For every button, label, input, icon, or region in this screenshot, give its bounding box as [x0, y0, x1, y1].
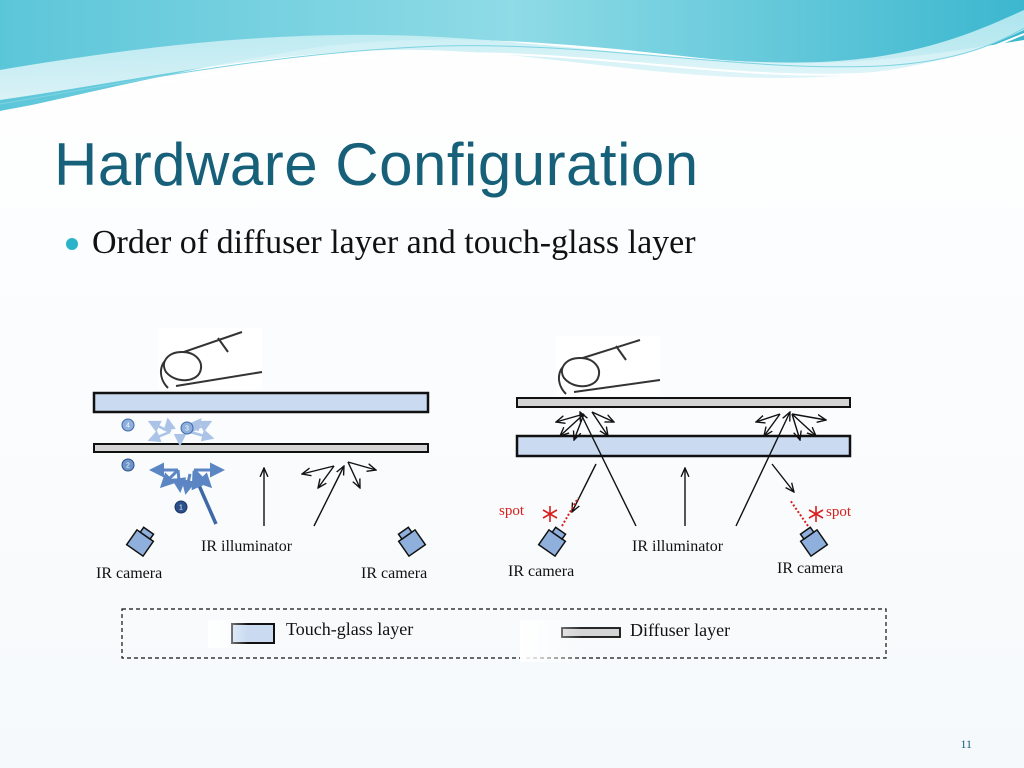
touch-glass-layer	[92, 391, 430, 414]
ir-camera-icon	[125, 526, 155, 558]
page-number: 11	[960, 737, 972, 751]
step-markers: 4 3 2 1	[121, 418, 194, 514]
scatter-arrows	[149, 462, 225, 495]
incoming-ir-arrow	[191, 470, 218, 525]
legend	[121, 608, 887, 662]
spot-icon	[542, 506, 558, 522]
spot-right-label: spot	[826, 504, 852, 520]
touch-glass-layer	[515, 434, 852, 458]
marker-3: 3	[185, 426, 189, 433]
right-illuminator-label: IR illuminator	[632, 538, 724, 555]
finger-icon	[556, 336, 661, 396]
spot-left-label: spot	[499, 503, 525, 519]
right-diagram: spot spot IR illuminator IR camera IR ca…	[499, 336, 852, 580]
ir-ray-arrows	[264, 461, 376, 527]
left-illuminator-label: IR illuminator	[201, 538, 293, 555]
left-camera-left-label: IR camera	[96, 565, 162, 582]
header-wave-decoration	[0, 0, 1024, 113]
left-diagram: 4 3 2 1 IR illuminator IR camera	[92, 328, 430, 582]
marker-2: 2	[126, 463, 130, 470]
left-camera-right-label: IR camera	[361, 565, 427, 582]
marker-4: 4	[126, 423, 130, 430]
reflection-arrows	[147, 417, 215, 447]
ir-camera-icon	[397, 526, 427, 558]
spot-lines	[561, 497, 809, 527]
bullet-icon	[66, 238, 78, 250]
ir-camera-icon	[537, 526, 567, 558]
legend-touch-glass-label: Touch-glass layer	[286, 619, 414, 639]
slide-title: Hardware Configuration	[54, 131, 699, 198]
right-camera-left-label: IR camera	[508, 563, 574, 580]
ir-ray-arrows	[556, 412, 826, 527]
spot-icon	[808, 506, 824, 522]
marker-1: 1	[179, 505, 183, 512]
diffuser-layer	[516, 397, 851, 408]
legend-diffuser-label: Diffuser layer	[630, 620, 731, 640]
ir-camera-icon	[799, 526, 829, 558]
right-camera-right-label: IR camera	[777, 560, 843, 577]
diffuser-layer	[93, 443, 429, 453]
finger-icon	[158, 328, 263, 390]
bullet-text: Order of diffuser layer and touch-glass …	[92, 224, 696, 261]
